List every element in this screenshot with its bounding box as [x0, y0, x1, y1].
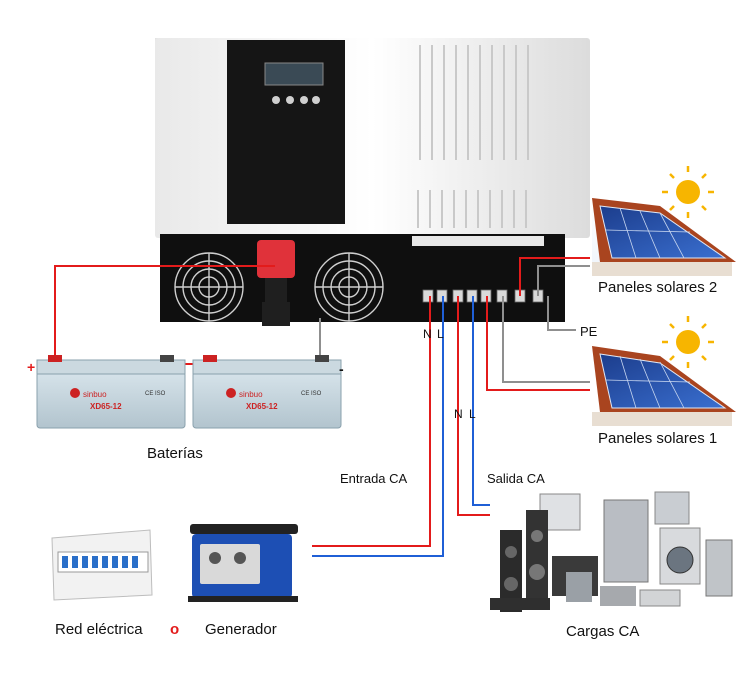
terminal-label-strip: [412, 236, 544, 246]
pv2-positive-wire: [519, 257, 590, 296]
battery-model-left: XD65-12: [90, 402, 122, 411]
label-solar-panels-2: Paneles solares 2: [598, 279, 717, 296]
ac-input-neutral-wire: [312, 296, 444, 557]
battery-brand-left: sinbuo: [83, 390, 107, 399]
battery-marks-left: CE ISO: [145, 391, 166, 397]
battery-left: sinbuo XD65-12 CE ISO: [36, 355, 186, 429]
label-pe: PE: [580, 324, 598, 339]
label-battery-plus: +: [27, 359, 35, 375]
labels: Paneles solares 2 Paneles solares 1 Bate…: [27, 279, 717, 640]
lcd-display: [264, 62, 324, 86]
label-l-output: L: [469, 407, 476, 421]
vent-grille: [419, 45, 529, 160]
label-l-input: L: [437, 327, 444, 341]
sun-icon: [676, 180, 700, 204]
wires: [54, 257, 590, 557]
solar-panel-2: [592, 166, 736, 276]
label-batteries: Baterías: [147, 445, 203, 462]
battery-brand-right: sinbuo: [239, 390, 263, 399]
fan-right: [314, 252, 384, 322]
label-solar-panels-1: Paneles solares 1: [598, 430, 717, 447]
inverter: [155, 38, 590, 326]
pv2-negative-wire: [537, 265, 590, 296]
appliances: [490, 491, 733, 612]
battery-model-right: XD65-12: [246, 402, 278, 411]
label-n-output: N: [454, 407, 463, 421]
control-buttons: [272, 96, 320, 104]
pv1-positive-wire: [486, 296, 590, 391]
pv1-negative-wire: [502, 296, 590, 383]
fan-left: [174, 252, 244, 322]
ac-output-line-wire: [457, 296, 490, 516]
ac-input-line-wire: [312, 296, 431, 547]
inverter-bottom-panel: [160, 234, 565, 322]
sun-icon: [676, 330, 700, 354]
pe-wire: [547, 296, 576, 331]
label-generator: Generador: [205, 621, 277, 638]
generator: [188, 524, 298, 602]
label-or: o: [170, 621, 179, 638]
label-ac-loads: Cargas CA: [566, 623, 639, 640]
inverter-front: [155, 38, 590, 238]
label-ac-input: Entrada CA: [340, 471, 408, 486]
label-battery-minus: -: [339, 361, 344, 377]
battery-positive-wire: [54, 265, 275, 375]
label-grid: Red eléctrica: [55, 621, 143, 638]
label-ac-output: Salida CA: [487, 471, 545, 486]
solar-panel-1: [592, 316, 736, 426]
vent-grille-lower: [417, 190, 527, 228]
breaker-panel: [51, 529, 153, 601]
label-n-input: N: [423, 327, 432, 341]
battery-marks-right: CE ISO: [301, 391, 322, 397]
battery-right: sinbuo XD65-12 CE ISO: [192, 355, 342, 429]
ac-output-neutral-wire: [472, 296, 490, 506]
terminal-block: [422, 289, 544, 303]
battery-breaker: [257, 240, 295, 278]
